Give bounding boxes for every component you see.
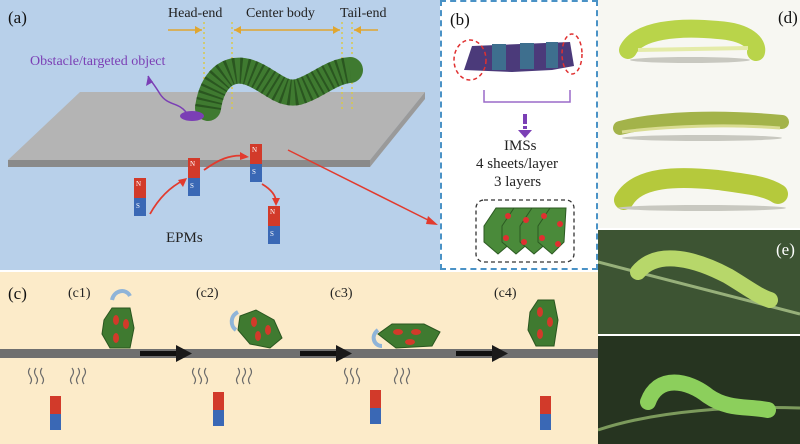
panel-e: (e): [598, 230, 800, 444]
panel-d-label: (d): [778, 8, 798, 27]
magnet-1-n: N: [136, 180, 142, 188]
robot-segment-model: [464, 42, 574, 72]
caterpillar-photos-d: [598, 0, 800, 228]
c-magnet-1: [50, 396, 61, 430]
magnet-2-s: S: [190, 182, 194, 190]
panel-c-illustration: [0, 289, 598, 430]
c4-sheet: [527, 299, 559, 347]
magnet-3-n: N: [252, 146, 258, 154]
head-end-label: Head-end: [168, 6, 223, 21]
panel-c-label: (c): [8, 284, 27, 303]
sheets-label: 4 sheets/layer: [476, 156, 559, 172]
magnet-2: [188, 158, 200, 196]
obstacle-label: Obstacle/targeted object: [30, 54, 166, 69]
c-magnet-2: [213, 392, 224, 426]
tail-end-label: Tail-end: [340, 6, 387, 21]
obstacle-disc: [180, 111, 204, 121]
panel-e-label: (e): [776, 240, 795, 259]
panel-a: (a) Head-end Center body Tail-end Obstac…: [0, 0, 440, 270]
magnet-1: [134, 178, 146, 216]
c-magnet-3: [370, 390, 381, 424]
caterpillar-photo-1: [619, 19, 766, 63]
c1-sheet: [101, 289, 135, 349]
panel-b: (b) IMSs 4 sheets/layer 3 layers: [440, 0, 598, 270]
c-magnet-4: [540, 396, 551, 430]
magnet-4-s: S: [270, 230, 274, 238]
zoom-arrow: [287, 149, 433, 223]
caterpillar-photo-2: [613, 111, 789, 141]
epms-label: EPMs: [166, 230, 203, 246]
panel-c: (c) (c1) (c2) (c3) (c4): [0, 272, 598, 444]
magnet-4-n: N: [270, 208, 276, 216]
magnet-4: [268, 206, 280, 244]
c2-sheet: [229, 309, 283, 349]
caterpillar-photo-3: [614, 168, 788, 211]
panel-b-illustration: [453, 33, 583, 263]
imss-label: IMSs: [504, 138, 537, 154]
c3-sheet: [371, 323, 441, 349]
track: [0, 349, 598, 358]
step-c2: (c2): [196, 286, 219, 301]
panel-a-label: (a): [8, 8, 27, 27]
magnet-2-n: N: [190, 160, 196, 168]
panel-b-label: (b): [450, 10, 470, 29]
step-c1: (c1): [68, 286, 91, 301]
plate-edge: [370, 92, 425, 167]
caterpillar-photo-5: [598, 374, 800, 432]
plate-top: [8, 92, 425, 160]
magnet-3: [250, 144, 262, 182]
panel-a-illustration: [8, 22, 438, 244]
caterpillar-photos-e: [598, 230, 800, 444]
magnet-3-s: S: [252, 168, 256, 176]
magnet-1-s: S: [136, 202, 140, 210]
field-lines: [27, 367, 411, 385]
caterpillar-photo-4: [598, 250, 800, 316]
step-c4: (c4): [494, 286, 517, 301]
soft-robot: [195, 57, 363, 121]
ims-sheets: [483, 207, 567, 255]
layers-label: 3 layers: [494, 174, 542, 190]
step-c3: (c3): [330, 286, 353, 301]
panel-d: (d): [598, 0, 800, 228]
center-body-label: Center body: [246, 6, 315, 21]
